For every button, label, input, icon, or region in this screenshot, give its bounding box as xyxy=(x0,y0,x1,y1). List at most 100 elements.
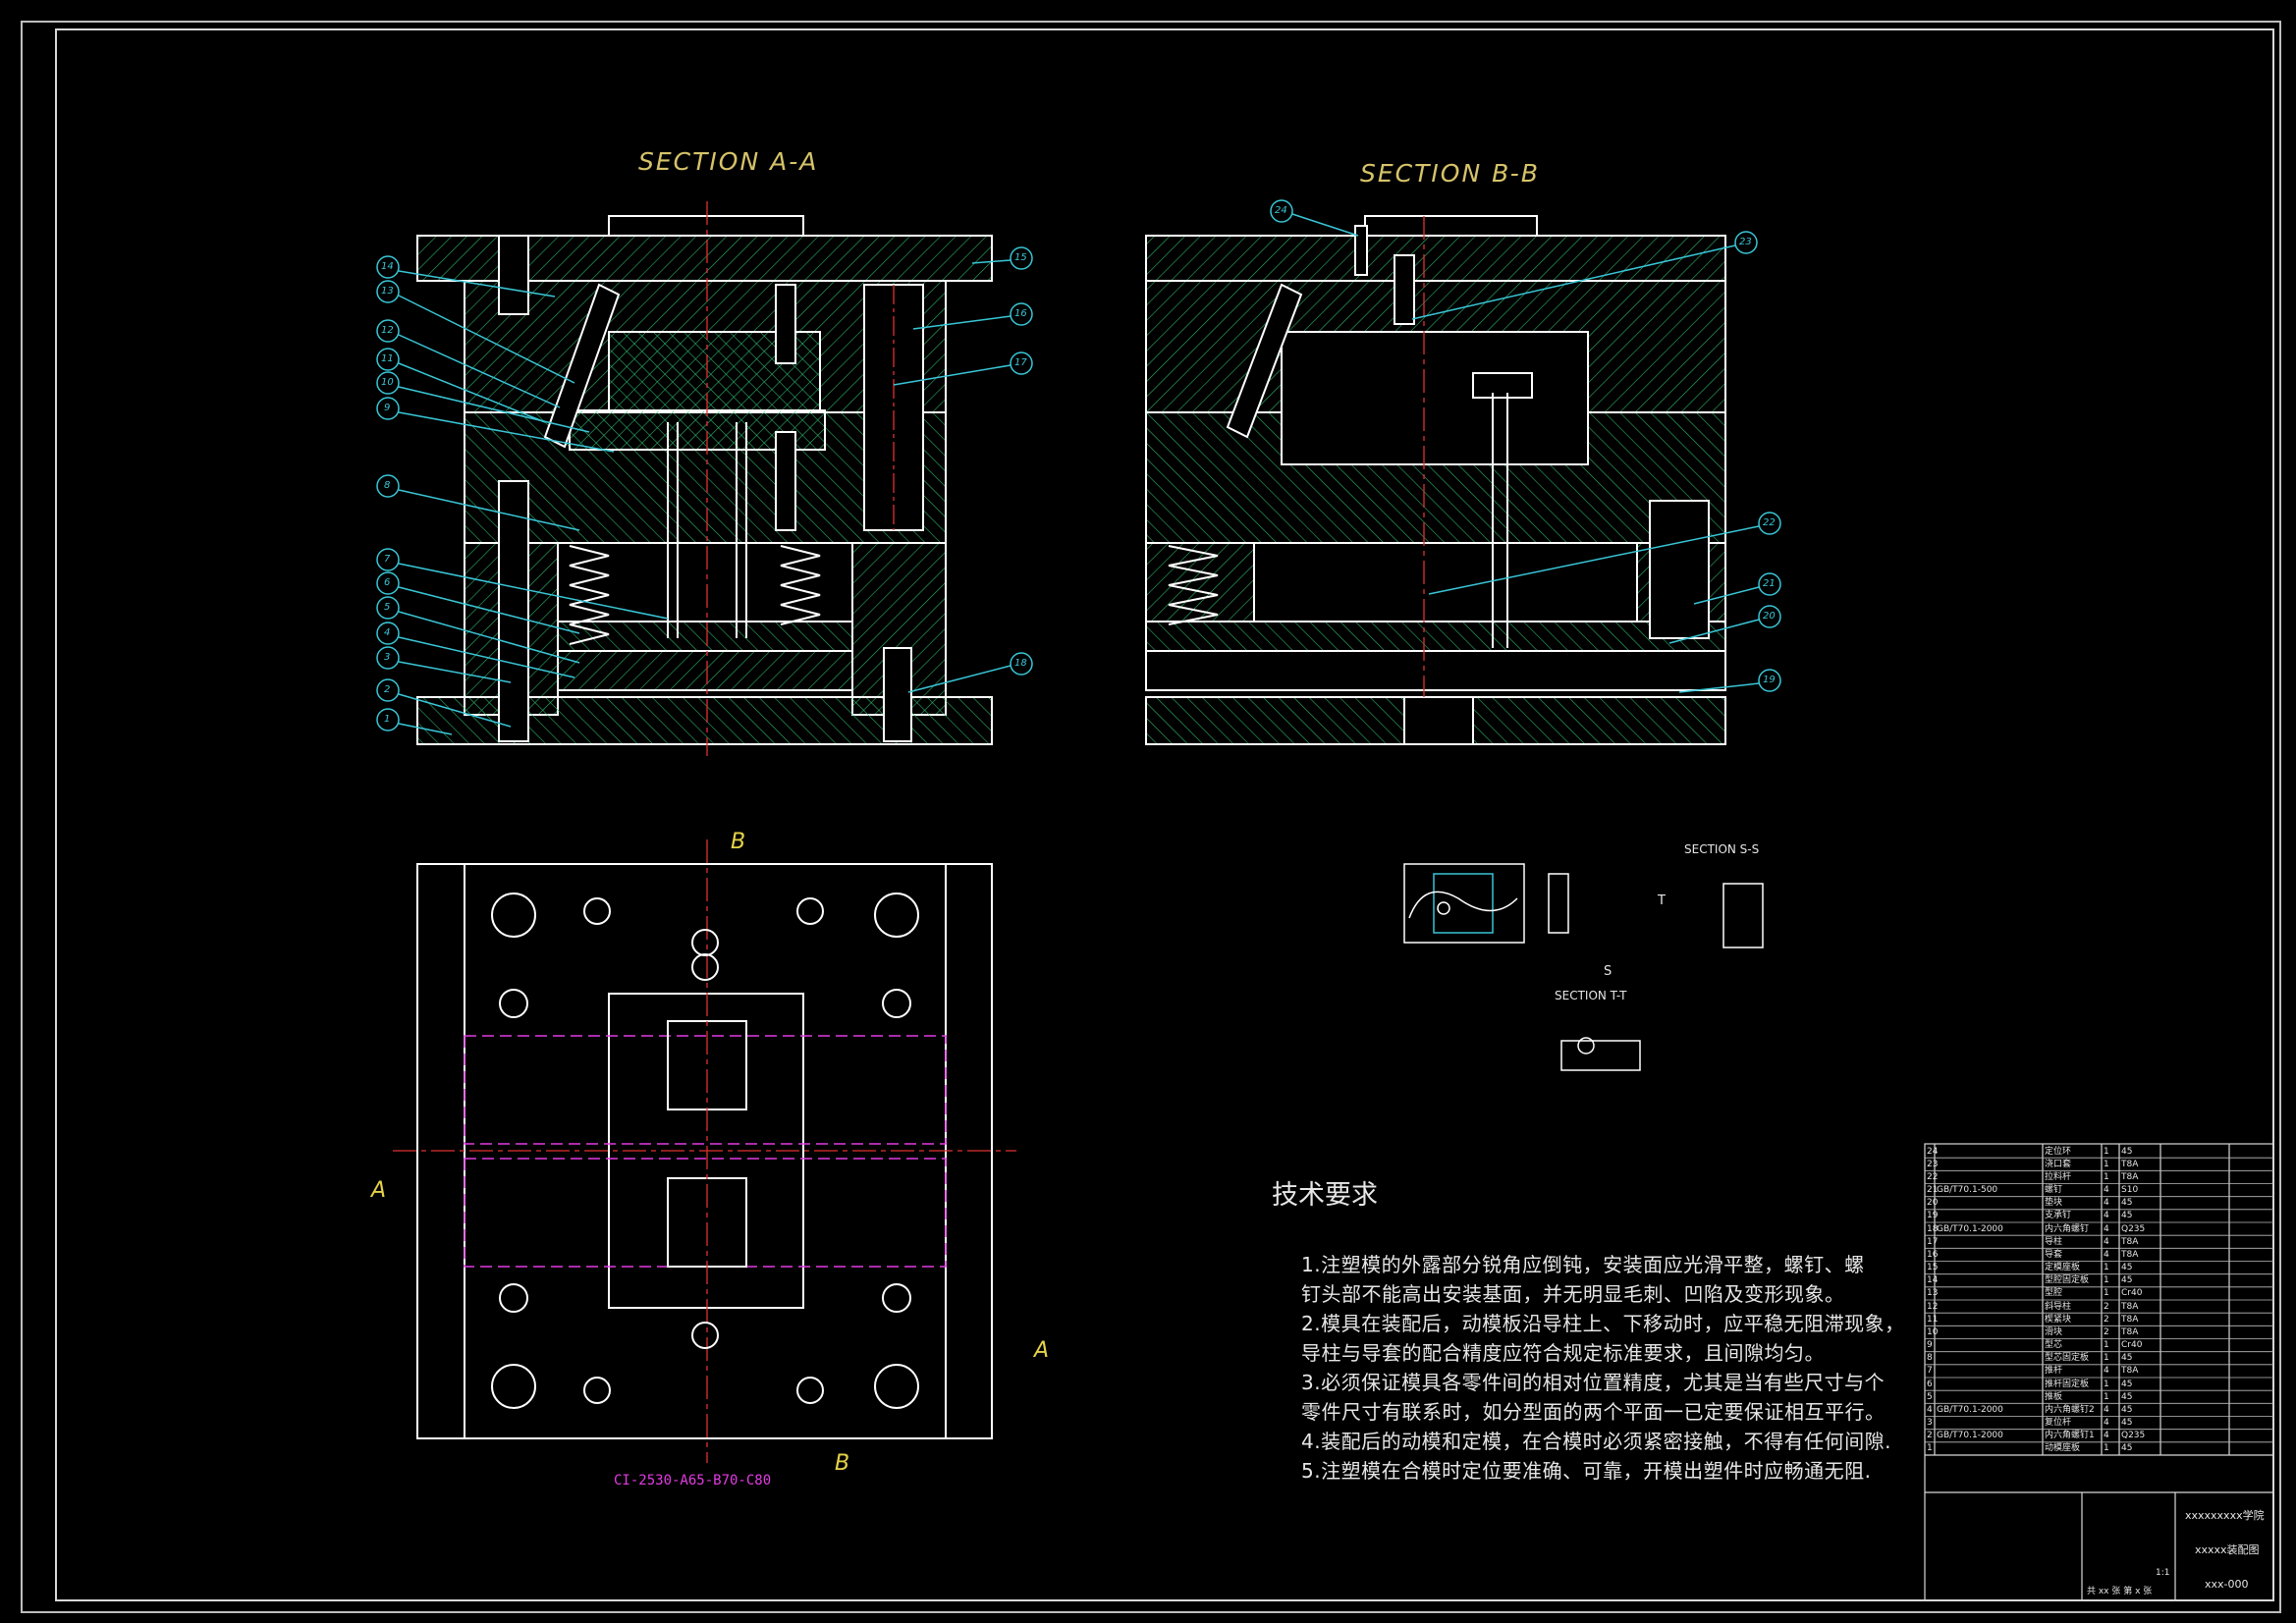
view-marker-a-left: A xyxy=(371,1178,387,1203)
bom-cell-qty: 4 xyxy=(2104,1418,2109,1428)
bom-cell-no: 7 xyxy=(1927,1366,1933,1377)
bom-cell-name: 型腔固定板 xyxy=(2045,1275,2090,1286)
balloon-2: 2 xyxy=(384,684,391,695)
balloon-12: 12 xyxy=(381,325,394,336)
section-marker-t: T xyxy=(1658,893,1666,908)
bom-cell-no: 9 xyxy=(1927,1340,1933,1350)
bom-cell-name: 推杆固定板 xyxy=(2045,1379,2090,1389)
balloon-15: 15 xyxy=(1014,252,1027,263)
bom-cell-name: 型腔 xyxy=(2045,1288,2063,1299)
bom-cell-name: 推板 xyxy=(2045,1391,2063,1402)
tech-requirements-title: 技术要求 xyxy=(1272,1180,1378,1211)
bom-cell-qty: 1 xyxy=(2104,1275,2109,1286)
balloon-21: 21 xyxy=(1763,578,1776,589)
bom-cell-qty: 4 xyxy=(2104,1366,2109,1377)
bom-cell-std: GB/T70.1-2000 xyxy=(1937,1404,2003,1415)
bom-cell-qty: 4 xyxy=(2104,1198,2109,1209)
bom-cell-mat: 45 xyxy=(2121,1418,2133,1428)
section-ss-title: SECTION S-S xyxy=(1684,842,1760,856)
bom-cell-mat: 45 xyxy=(2121,1391,2133,1402)
bom-cell-name: 定位环 xyxy=(2045,1146,2072,1157)
bom-cell-no: 13 xyxy=(1927,1288,1939,1299)
bom-cell-mat: 45 xyxy=(2121,1146,2133,1157)
bom-cell-name: 支承钉 xyxy=(2045,1211,2072,1221)
bom-cell-no: 2 xyxy=(1927,1431,1933,1441)
bom-cell-qty: 1 xyxy=(2104,1340,2109,1350)
bom-cell-qty: 1 xyxy=(2104,1171,2109,1182)
bom-cell-name: 复位杆 xyxy=(2045,1418,2072,1428)
bom-cell-name: 型芯 xyxy=(2045,1340,2063,1350)
bom-cell-name: 型芯固定板 xyxy=(2045,1353,2090,1364)
tech-req-line-7: 4.装配后的动模和定模，在合模时必须紧密接触，不得有任何间隙. xyxy=(1301,1430,1891,1453)
bom-cell-name: 斜导柱 xyxy=(2045,1301,2072,1312)
bom-cell-mat: T8A xyxy=(2121,1366,2139,1377)
bom-cell-name: 导柱 xyxy=(2045,1236,2063,1247)
balloon-23: 23 xyxy=(1739,237,1752,247)
bom-cell-qty: 2 xyxy=(2104,1301,2109,1312)
bom-cell-mat: S10 xyxy=(2121,1185,2139,1195)
balloon-4: 4 xyxy=(384,627,391,638)
bom-cell-no: 14 xyxy=(1927,1275,1939,1286)
bom-cell-mat: T8A xyxy=(2121,1301,2139,1312)
bom-cell-no: 18 xyxy=(1927,1223,1939,1234)
title-block-scale: 1:1 xyxy=(2156,1568,2170,1578)
bom-cell-qty: 4 xyxy=(2104,1211,2109,1221)
bom-cell-qty: 1 xyxy=(2104,1159,2109,1169)
title-block-school: xxxxxxxxx学院 xyxy=(2185,1509,2265,1522)
bom-cell-no: 6 xyxy=(1927,1379,1933,1389)
tech-req-line-3: 2.模具在装配后，动模板沿导柱上、下移动时，应平稳无阻滞现象， xyxy=(1301,1312,1905,1335)
balloon-13: 13 xyxy=(381,286,394,297)
bom-cell-no: 21 xyxy=(1927,1185,1939,1195)
bom-cell-mat: T8A xyxy=(2121,1314,2139,1325)
part-balloons-bb xyxy=(1270,199,1781,693)
inner-border xyxy=(55,28,2274,1601)
balloon-11: 11 xyxy=(381,353,394,364)
bom-row-lines xyxy=(1925,1157,2273,1443)
bom-cell-no: 16 xyxy=(1927,1249,1939,1260)
bom-cell-no: 22 xyxy=(1927,1171,1939,1182)
bom-cell-name: 楔紧块 xyxy=(2045,1314,2072,1325)
bom-cell-mat: T8A xyxy=(2121,1159,2139,1169)
section-bb-title: SECTION B-B xyxy=(1360,159,1540,188)
bom-cell-no: 1 xyxy=(1927,1443,1933,1454)
bom-cell-qty: 2 xyxy=(2104,1326,2109,1337)
bom-cell-qty: 4 xyxy=(2104,1223,2109,1234)
bom-cell-qty: 1 xyxy=(2104,1263,2109,1272)
bom-cell-mat: 45 xyxy=(2121,1198,2133,1209)
bom-cell-qty: 1 xyxy=(2104,1288,2109,1299)
tech-req-line-5: 3.必须保证模具各零件间的相对位置精度，尤其是当有些尺寸与个 xyxy=(1301,1371,1886,1394)
tech-req-line-8: 5.注塑模在合模时定位要准确、可靠，开模出塑件时应畅通无阻. xyxy=(1301,1459,1872,1483)
title-block-drawing-no: xxx-000 xyxy=(2205,1578,2249,1591)
section-aa-view xyxy=(416,201,993,756)
bom-cell-no: 12 xyxy=(1927,1301,1939,1312)
bom-cell-qty: 4 xyxy=(2104,1185,2109,1195)
balloon-6: 6 xyxy=(384,577,391,588)
balloon-1: 1 xyxy=(384,714,391,725)
bom-cell-name: 垫块 xyxy=(2045,1198,2063,1209)
bom-cell-mat: 45 xyxy=(2121,1404,2133,1415)
section-aa-title: SECTION A-A xyxy=(638,147,819,176)
bom-cell-no: 8 xyxy=(1927,1353,1933,1364)
bom-cell-qty: 4 xyxy=(2104,1236,2109,1247)
bom-cell-name: 导套 xyxy=(2045,1249,2063,1260)
bom-cell-no: 23 xyxy=(1927,1159,1939,1169)
bom-cell-qty: 4 xyxy=(2104,1404,2109,1415)
section-marker-s: S xyxy=(1604,964,1613,979)
bom-cell-mat: 45 xyxy=(2121,1263,2133,1272)
tech-requirements-list: 1.注塑模的外露部分锐角应倒钝，安装面应光滑平整，螺钉、螺 钉头部不能高出安装基… xyxy=(1301,1249,1905,1485)
bom-cell-mat: Q235 xyxy=(2121,1223,2146,1234)
bom-cell-name: 推杆 xyxy=(2045,1366,2063,1377)
title-block-sheet: 共 xx 张 第 x 张 xyxy=(2087,1587,2153,1596)
bom-cell-mat: Q235 xyxy=(2121,1431,2146,1441)
bom-cell-no: 3 xyxy=(1927,1418,1933,1428)
bom-cell-no: 19 xyxy=(1927,1211,1939,1221)
ejector-retainer xyxy=(557,621,853,652)
bom-cell-name: 拉料杆 xyxy=(2045,1171,2072,1182)
bom-cell-qty: 1 xyxy=(2104,1146,2109,1157)
ejector-plate xyxy=(557,650,853,691)
bom-cell-mat: T8A xyxy=(2121,1171,2139,1182)
balloon-18: 18 xyxy=(1014,658,1027,669)
bom-cell-no: 20 xyxy=(1927,1198,1939,1209)
bom-cell-qty: 1 xyxy=(2104,1391,2109,1402)
